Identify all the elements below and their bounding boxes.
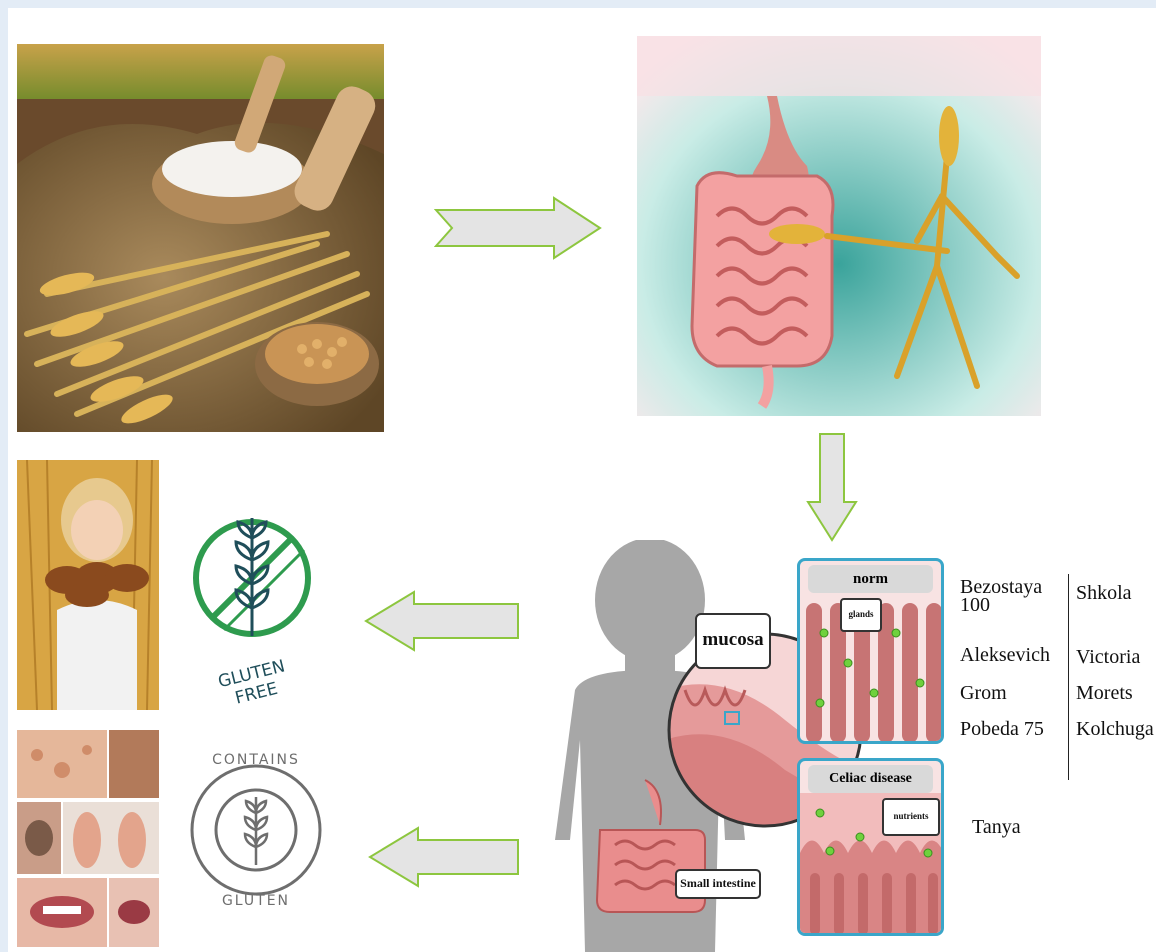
arrow-right <box>434 196 602 260</box>
small-intestine-label: Small intestine <box>675 869 761 899</box>
arrow-left-lower <box>368 826 520 888</box>
arrow-left-upper <box>364 590 520 652</box>
variety-bezostaya: Bezostaya 100 <box>960 578 1040 614</box>
girl-bread-photo <box>17 460 159 710</box>
celiac-title: Celiac disease <box>808 765 933 793</box>
variety-kolchuga: Kolchuga <box>1076 718 1154 740</box>
variety-tanya: Tanya <box>972 816 1021 838</box>
contains-text: CONTAINS <box>206 752 306 768</box>
variety-aleksevich: Aleksevich <box>960 644 1050 666</box>
norm-title: norm <box>808 565 933 593</box>
gluten-text: GLUTEN <box>206 893 306 909</box>
variety-divider <box>1068 574 1069 780</box>
nutrients-label: nutrients <box>882 798 940 836</box>
norm-panel: norm <box>797 558 944 744</box>
variety-victoria: Victoria <box>1076 646 1140 668</box>
mucosa-label: mucosa <box>695 613 771 669</box>
variety-shkola: Shkola <box>1076 582 1132 604</box>
variety-morets: Morets <box>1076 682 1133 704</box>
glands-label: glands <box>840 598 882 632</box>
arrow-down <box>806 432 858 542</box>
intestine-wheat-illustration <box>637 36 1041 416</box>
wheat-flour-photo <box>17 44 384 432</box>
variety-grom: Grom <box>960 682 1007 704</box>
variety-pobeda: Pobeda 75 <box>960 718 1044 740</box>
symptoms-collage <box>17 730 159 947</box>
celiac-panel: Celiac disease <box>797 758 944 936</box>
